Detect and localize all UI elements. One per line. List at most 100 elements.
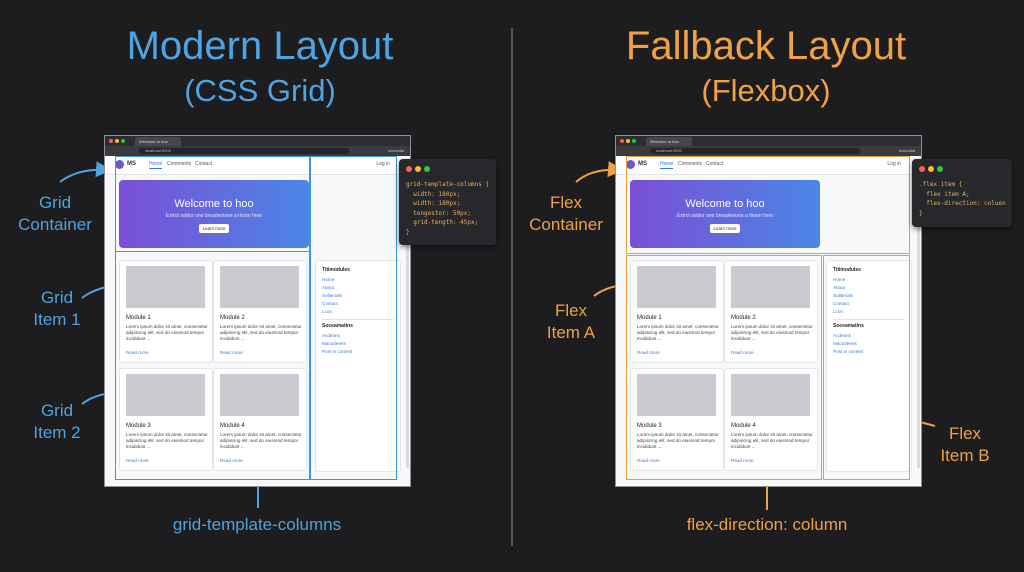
url-bar: localhost:3000 incumdia xyxy=(616,146,921,156)
learn-more-button[interactable]: Learn more xyxy=(199,224,229,233)
nav-comments[interactable]: Comments xyxy=(678,161,703,167)
sidebar-link[interactable]: Post in content xyxy=(322,349,353,354)
close-dot-icon[interactable] xyxy=(109,139,113,143)
module-card: Module 4 Lorem ipsum dolor sit amet, con… xyxy=(213,368,307,471)
card-text: Lorem ipsum dolor sit amet, consectetur … xyxy=(731,324,813,341)
read-more-link[interactable]: Read more xyxy=(126,458,149,463)
logo-text: MS xyxy=(127,161,136,167)
sidebar-link[interactable]: Lcon xyxy=(833,309,843,314)
sidebar-link[interactable]: Contact xyxy=(322,301,338,306)
address-field[interactable]: localhost:3000 xyxy=(650,148,860,154)
module-card: Module 2 Lorem ipsum dolor sit amet, con… xyxy=(213,260,307,363)
scrollbar[interactable] xyxy=(917,168,920,468)
code-popup: grid-template-columns { width: 180px; wi… xyxy=(399,159,496,245)
sidebar-link[interactable]: Home xyxy=(833,277,846,282)
close-dot-icon[interactable] xyxy=(620,139,624,143)
sidebar-link[interactable]: Solitenals xyxy=(833,293,853,298)
read-more-link[interactable]: Read more xyxy=(126,350,149,355)
login-link[interactable]: Log in xyxy=(376,161,390,167)
read-more-link[interactable]: Read more xyxy=(637,350,660,355)
nav-contact[interactable]: Contact xyxy=(195,161,213,167)
sidebar-link[interactable]: Acdeons xyxy=(322,333,340,338)
profile-label[interactable]: incumdia xyxy=(387,148,404,153)
browser-mockup: Welcome to hoo localhost:3000 incumdia M… xyxy=(104,135,411,487)
maximize-dot-icon xyxy=(424,166,430,172)
card-title: Module 2 xyxy=(731,315,756,321)
card-text: Lorem ipsum dolor sit amet, consectetur … xyxy=(126,324,208,341)
sidebar: Titimodules Home About Solitenals Contac… xyxy=(315,260,401,472)
sidebar-link[interactable]: Post in content xyxy=(833,349,864,354)
maximize-dot-icon xyxy=(937,166,943,172)
code-snippet: grid-template-columns { width: 180px; wi… xyxy=(406,181,490,236)
web-page: MS Home Comments Contact Log in Welcome … xyxy=(616,156,921,486)
site-nav: MS Home Comments Contact Log in xyxy=(105,156,410,175)
center-divider xyxy=(511,28,513,546)
read-more-link[interactable]: Read more xyxy=(731,458,754,463)
hero-title: Welcome to hoo xyxy=(685,198,765,210)
minimize-dot-icon[interactable] xyxy=(115,139,119,143)
sidebar-link[interactable]: Macodeens xyxy=(833,341,857,346)
nav-contact[interactable]: Contact xyxy=(706,161,724,167)
nav-home[interactable]: Home xyxy=(149,161,163,169)
card-title: Module 4 xyxy=(220,423,245,429)
sidebar-link[interactable]: Acdeons xyxy=(833,333,851,338)
sidebar-link[interactable]: About xyxy=(833,285,846,290)
browser-mockup: Welcome to hoo localhost:3000 incumdia M… xyxy=(615,135,922,487)
read-more-link[interactable]: Read more xyxy=(731,350,754,355)
sidebar-heading: Soceamatins xyxy=(322,323,353,329)
sidebar-link[interactable]: Solitenals xyxy=(322,293,342,298)
image-placeholder xyxy=(637,374,716,416)
learn-more-button[interactable]: Learn more xyxy=(710,224,740,233)
profile-label[interactable]: incumdia xyxy=(898,148,915,153)
card-text: Lorem ipsum dolor sit amet, consectetur … xyxy=(220,324,302,341)
tab-bar: Welcome to hoo xyxy=(105,136,410,146)
code-popup: .flex item { flex item A; flex-direction… xyxy=(912,159,1012,227)
browser-tab[interactable]: Welcome to hoo xyxy=(135,137,181,146)
sidebar-link[interactable]: Lcon xyxy=(322,309,332,314)
logo-text: MS xyxy=(638,161,647,167)
sidebar-link[interactable]: Macodeens xyxy=(322,341,346,346)
browser-tab[interactable]: Welcome to hoo xyxy=(646,137,692,146)
card-text: Lorem ipsum dolor sit amet, consectetur … xyxy=(220,432,302,449)
nav-home[interactable]: Home xyxy=(660,161,674,169)
maximize-dot-icon[interactable] xyxy=(121,139,125,143)
module-card: Module 3 Lorem ipsum dolor sit amet, con… xyxy=(630,368,724,471)
maximize-dot-icon[interactable] xyxy=(632,139,636,143)
card-title: Module 3 xyxy=(637,423,662,429)
image-placeholder xyxy=(126,266,205,308)
label-flex-direction: flex-direction: column xyxy=(686,515,848,534)
sidebar-link[interactable]: About xyxy=(322,285,335,290)
card-title: Module 4 xyxy=(731,423,756,429)
hero-title: Welcome to hoo xyxy=(174,198,254,210)
panel-subtitle: (Flexbox) xyxy=(701,73,831,108)
image-placeholder xyxy=(220,266,299,308)
nav-comments[interactable]: Comments xyxy=(167,161,192,167)
read-more-link[interactable]: Read more xyxy=(220,350,243,355)
arrow-flex-container xyxy=(575,161,624,183)
logo-icon xyxy=(115,160,124,169)
sidebar-heading: Soceamatins xyxy=(833,323,864,329)
address-field[interactable]: localhost:3000 xyxy=(139,148,349,154)
read-more-link[interactable]: Read more xyxy=(637,458,660,463)
tab-bar: Welcome to hoo xyxy=(616,136,921,146)
image-placeholder xyxy=(731,374,810,416)
minimize-dot-icon xyxy=(415,166,421,172)
sidebar-link[interactable]: Home xyxy=(322,277,335,282)
module-card: Module 1 Lorem ipsum dolor sit amet, con… xyxy=(119,260,213,363)
sidebar-heading: Titimodules xyxy=(322,267,350,273)
sidebar-link[interactable]: Contact xyxy=(833,301,849,306)
login-link[interactable]: Log in xyxy=(887,161,901,167)
module-card: Module 3 Lorem ipsum dolor sit amet, con… xyxy=(119,368,213,471)
minimize-dot-icon[interactable] xyxy=(626,139,630,143)
card-text: Lorem ipsum dolor sit amet, consectetur … xyxy=(731,432,813,449)
close-dot-icon xyxy=(919,166,925,172)
card-text: Lorem ipsum dolor sit amet, consectetur … xyxy=(126,432,208,449)
hero-subtitle: Extrol soldor one breadenione a thoon he… xyxy=(676,213,774,219)
read-more-link[interactable]: Read more xyxy=(220,458,243,463)
panel-title: Modern Layout xyxy=(126,24,394,68)
arrow-grid-container xyxy=(59,161,112,183)
scrollbar[interactable] xyxy=(406,168,409,468)
